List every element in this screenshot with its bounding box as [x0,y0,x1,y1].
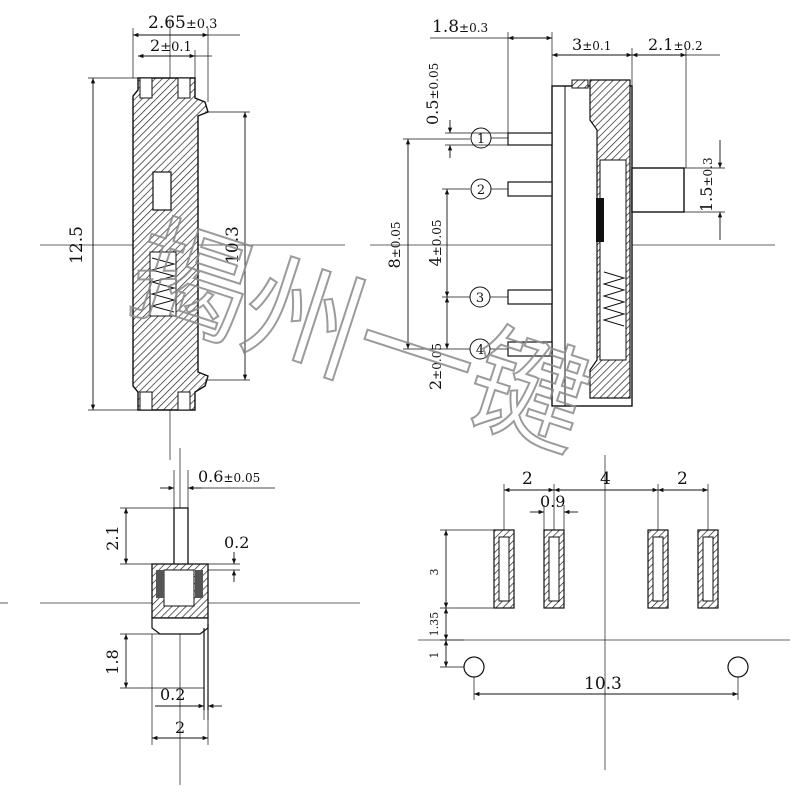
dim-span-outer: 8±0.05 [385,222,404,269]
front-view: 1 2 3 4 1.8±0.3 3±0.1 2.1±0.2 0.5±0.05 [370,17,775,407]
dim-pad-to-hole: 1.35 [428,612,441,637]
svg-text:1: 1 [477,132,485,147]
dim-width-body: 2±0.1 [150,36,192,55]
pin-1 [507,132,553,146]
dim-lead-thickness: 0.2 [160,685,185,704]
dim-base-width: 2 [175,718,185,737]
dim-pad-length: 3 [428,569,441,576]
mounting-hole-right [727,656,749,678]
dim-span-mid: 4±0.05 [426,220,445,267]
svg-text:2: 2 [477,183,485,198]
contact-left [156,570,164,598]
dim-pin-length: 1.8±0.3 [432,17,488,37]
dim-actuator-length: 2.1±0.2 [648,35,703,54]
pin-3 [507,289,553,305]
dim-pitch-center: 4 [600,469,611,489]
svg-text:4: 4 [476,343,484,358]
end-view: 0.6±0.05 2.1 0.2 1.8 0.2 2 [40,448,360,785]
dim-height-total: 12.5 [67,226,87,264]
contact-right [195,570,203,598]
dim-actuator-thickness: 0.6±0.05 [198,467,260,486]
dim-pin-thickness: 0.5±0.05 [423,63,442,125]
side-view: 2.65±0.3 2±0.1 12.5 10.3 [40,13,345,460]
slider-window [152,171,172,211]
pcb-layout: 2 4 2 0.9 3 1.35 1 10.3 [418,455,790,770]
spring [150,257,176,313]
dim-height-body: 10.3 [223,226,243,264]
dim-hole-spacing: 10.3 [584,674,622,694]
dim-pitch-right: 2 [677,469,688,489]
dim-body-depth: 3±0.1 [572,35,611,54]
dim-width-total: 2.65±0.3 [148,13,217,33]
watermark-text: 揭州一键 [114,199,606,476]
dim-hole-offset: 1 [428,652,441,659]
terminal-bottom-left [139,391,153,411]
dim-actuator-width: 1.5±0.3 [697,157,716,212]
actuator [173,507,189,567]
actuator-knob [631,167,685,213]
pin-2 [507,181,553,197]
dim-pad-width: 0.9 [540,492,565,511]
svg-text:3: 3 [476,291,484,306]
dim-gap: 0.2 [224,533,249,552]
slider-channel [599,159,627,361]
mounting-hole-left [463,656,485,678]
dim-pitch-left: 2 [522,469,533,489]
terminal-top-right [177,77,191,99]
watermark: 揭州一键 [113,198,607,477]
terminal-top-left [139,77,153,99]
dim-lead-length: 1.8 [103,649,122,674]
contact-blade [596,198,604,242]
dim-actuator-height: 2.1 [103,525,122,550]
dim-span-pitch: 2±0.05 [426,343,445,390]
spring [602,271,626,327]
housing-section [132,77,209,411]
terminal-bottom-right [177,391,191,411]
